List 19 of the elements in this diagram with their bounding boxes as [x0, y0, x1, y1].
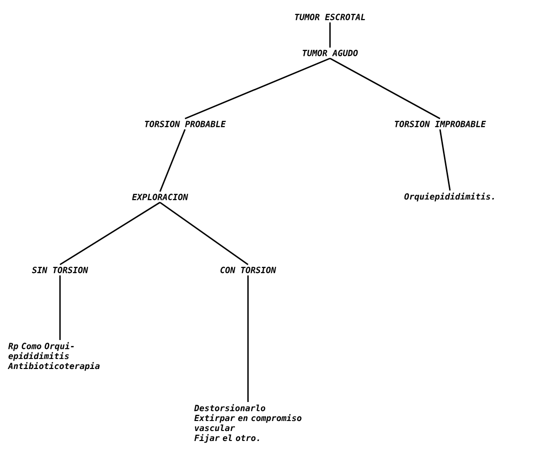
note-text: Rp Como Orqui-epididimitis Antibioticoterapia [8, 342, 100, 371]
node-text: EXPLORACION [132, 194, 188, 200]
note-text: Destorsionarlo Extirpar en compromiso vascular Fijar el otro. [194, 404, 302, 443]
connector-line [439, 129, 451, 191]
connector-line [184, 58, 330, 120]
heading-text: TUMOR ESCROTAL [295, 14, 365, 20]
connector-line [329, 22, 331, 48]
connector-line [330, 58, 440, 120]
node-text: TUMOR AGUDO [302, 50, 358, 56]
connector-line [60, 202, 160, 266]
connector-line [159, 129, 186, 192]
node-text: TORSION PROBABLE [144, 120, 226, 128]
connector-line [247, 275, 249, 402]
node-text: TORSION IMPROBABLE [394, 120, 486, 128]
node-text: SIN TORSION [32, 266, 88, 274]
connector-line [59, 275, 61, 340]
note-text: Orquiepididimitis. [404, 192, 494, 202]
node-text: CON TORSION [220, 266, 276, 274]
connector-line [160, 202, 248, 266]
